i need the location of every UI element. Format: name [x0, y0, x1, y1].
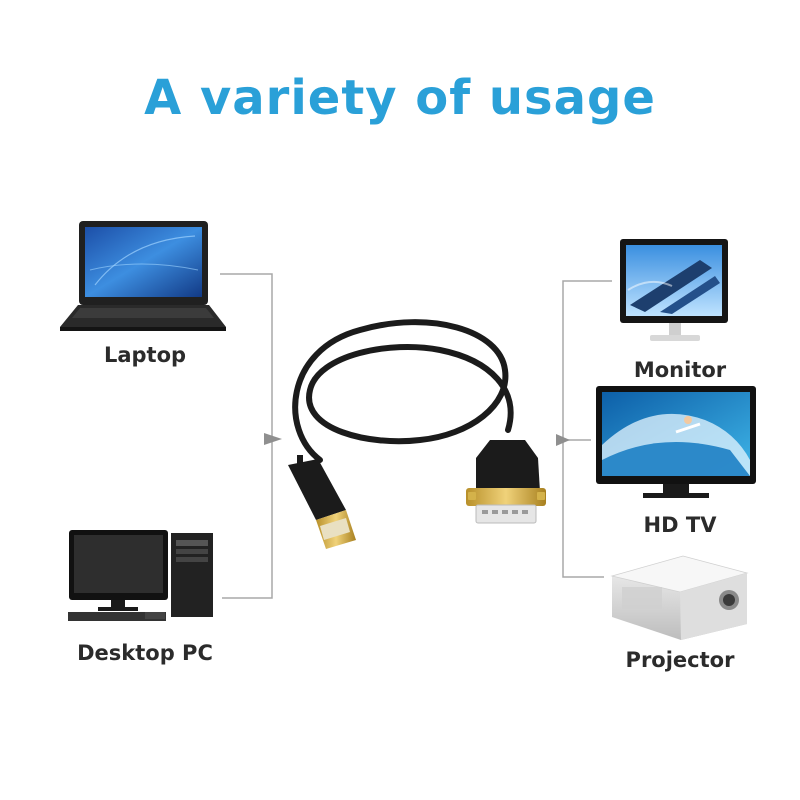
- connector-right: [562, 280, 612, 578]
- hd-tv-icon: [596, 386, 756, 498]
- displayport-to-dvi-cable-icon: [288, 319, 546, 549]
- desktop-pc-label: Desktop PC: [77, 641, 213, 665]
- page-title: A variety of usage: [144, 70, 656, 126]
- projector-icon: [610, 555, 749, 640]
- monitor-icon: [620, 239, 728, 341]
- projector-label: Projector: [625, 648, 735, 672]
- monitor-label: Monitor: [633, 358, 727, 382]
- laptop-icon: [60, 221, 226, 331]
- connector-right-arrow: [556, 434, 570, 446]
- hd-tv-label: HD TV: [643, 513, 717, 537]
- laptop-label: Laptop: [103, 343, 187, 367]
- connector-lines: [220, 273, 612, 599]
- desktop-pc-icon: [68, 530, 213, 621]
- connector-left-arrow: [264, 433, 282, 445]
